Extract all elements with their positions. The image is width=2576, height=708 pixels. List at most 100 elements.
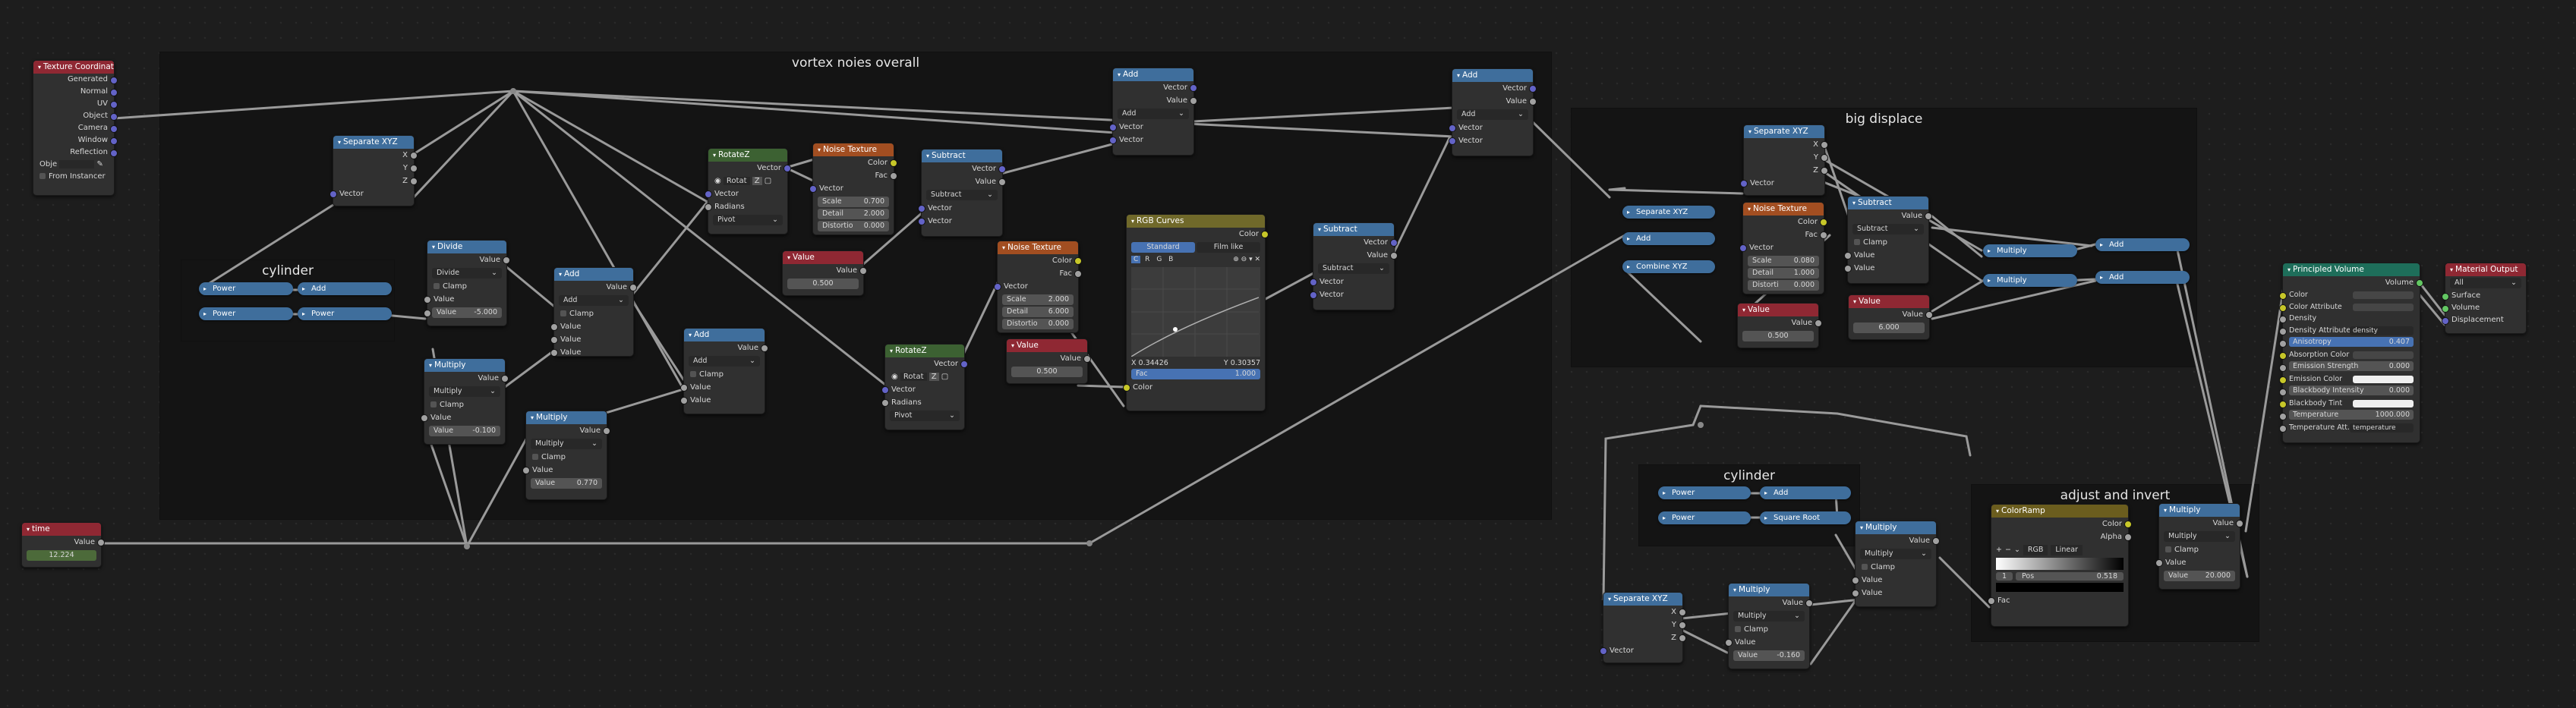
socket[interactable] [1261, 231, 1269, 238]
combine-xyz-node-collapsed[interactable]: ▸Combine XYZ [1622, 260, 1715, 273]
input-emission-color[interactable]: Emission Color [2279, 373, 2420, 385]
socket[interactable] [424, 310, 431, 317]
socket[interactable] [705, 203, 712, 211]
reroute-dot[interactable] [510, 88, 516, 94]
socket[interactable] [2279, 424, 2287, 433]
socket[interactable] [2279, 316, 2287, 323]
separate-xyz-node[interactable]: ▾Separate XYZ X Y Z Vector [1740, 124, 1828, 196]
socket[interactable] [2279, 292, 2287, 300]
input-blackbody-tint[interactable]: Blackbody Tint [2279, 398, 2420, 410]
ramp-menu-icon[interactable]: ⌄ [2013, 546, 2020, 554]
node-header[interactable]: ▾Divide [427, 241, 506, 253]
socket[interactable] [1925, 311, 1933, 319]
vector-subtract-node[interactable]: ▾Subtract Vector Value Subtract⌄ Vector … [1310, 222, 1398, 310]
socket[interactable] [410, 152, 418, 159]
socket[interactable] [550, 349, 558, 357]
pivot-field[interactable]: Pivot⌄ [713, 215, 783, 225]
clamp-checkbox[interactable]: Clamp [684, 368, 765, 381]
operation-dropdown[interactable]: Add⌄ [559, 295, 629, 306]
rotatez-node[interactable]: ▾RotateZ Vector ◉ Rotat Z ▢ Vector Radia… [881, 344, 968, 430]
socket[interactable] [424, 296, 431, 304]
eyedropper-icon[interactable]: ✎ [96, 160, 103, 168]
value-field[interactable]: 0.500 [1011, 367, 1083, 377]
operation-dropdown[interactable]: Add⌄ [689, 356, 760, 367]
node-header[interactable]: ▾Multiply [526, 411, 607, 424]
time-value-node[interactable]: ▾time Value 12.224 [21, 522, 105, 568]
node-header[interactable]: ▾RGB Curves [1127, 215, 1265, 228]
value-field[interactable]: Value-0.100 [429, 426, 500, 436]
texture-coordinate-node[interactable]: ▾Texture Coordinate Generated Normal UV … [33, 60, 118, 196]
node-header[interactable]: ▾Separate XYZ [1603, 593, 1682, 606]
socket[interactable] [1390, 252, 1398, 260]
socket[interactable] [680, 397, 688, 404]
reroute-dot[interactable] [1698, 422, 1704, 428]
node-header[interactable]: ▾Add [1452, 69, 1533, 82]
clamp-checkbox[interactable]: Clamp [427, 280, 506, 293]
operation-dropdown[interactable]: Multiply⌄ [531, 439, 602, 449]
node-header[interactable]: ▾Value [1007, 339, 1087, 352]
curve-graph[interactable] [1130, 267, 1260, 357]
power-node-collapsed[interactable]: ▸Power [1658, 486, 1751, 499]
attribute-name-field[interactable]: density [2350, 326, 2414, 335]
multiply-node[interactable]: ▾Multiply Value Multiply⌄ Clamp Value Va… [1852, 521, 1940, 607]
socket[interactable] [97, 539, 105, 546]
socket[interactable] [1725, 639, 1733, 647]
operation-dropdown[interactable]: Multiply⌄ [1860, 549, 1931, 559]
socket[interactable] [2236, 520, 2243, 527]
add-stop-icon[interactable]: + [1996, 546, 2002, 554]
operation-dropdown[interactable]: Multiply⌄ [2164, 531, 2235, 542]
frame-cylinder-left[interactable]: cylinder [181, 260, 395, 341]
color-swatch[interactable] [2353, 375, 2414, 383]
operation-dropdown[interactable]: Subtract⌄ [1852, 224, 1924, 234]
socket[interactable] [1852, 577, 1859, 584]
vector-subtract-node[interactable]: ▾Subtract Vector Value Subtract⌄ Vector … [918, 149, 1006, 237]
separate-xyz-node-collapsed[interactable]: ▸Separate XYZ [1622, 206, 1715, 219]
node-header[interactable]: ▾Multiply [424, 359, 505, 372]
color-ramp-node[interactable]: ▾ColorRamp Color Alpha + − ⌄ RGB Linear … [1988, 504, 2132, 627]
clamp-checkbox[interactable]: Clamp [1856, 561, 1936, 574]
power-node-collapsed[interactable]: ▸Power [199, 282, 293, 295]
value-field[interactable]: 6.000 [1853, 323, 1925, 333]
node-header[interactable]: ▾Add [554, 268, 633, 281]
socket[interactable] [1529, 98, 1537, 105]
add-node-collapsed[interactable]: ▸Add [1760, 486, 1851, 499]
socket[interactable] [1449, 124, 1456, 132]
separate-xyz-node[interactable]: ▾Separate XYZ X Y Z Vector [329, 135, 418, 206]
channel-r[interactable]: R [1145, 256, 1150, 263]
socket[interactable] [1844, 252, 1852, 260]
socket[interactable] [809, 185, 817, 193]
socket[interactable] [960, 360, 968, 368]
socket[interactable] [2442, 305, 2449, 313]
socket[interactable] [2279, 376, 2287, 384]
socket[interactable] [1190, 97, 1197, 105]
curve-tools-icons[interactable]: ⊕ ⊖ ▾ ✕ [1233, 256, 1260, 263]
operation-dropdown[interactable]: Subtract⌄ [1318, 263, 1389, 274]
socket[interactable] [1679, 634, 1686, 642]
socket[interactable] [2416, 279, 2423, 287]
socket[interactable] [1679, 621, 1686, 629]
socket[interactable] [410, 165, 418, 172]
socket[interactable] [2442, 293, 2449, 301]
socket[interactable] [603, 427, 610, 435]
socket[interactable] [501, 375, 509, 382]
socket[interactable] [2279, 389, 2287, 396]
value-node[interactable]: ▾Value Value 0.500 [782, 250, 867, 296]
socket[interactable] [1925, 212, 1932, 220]
node-header[interactable]: ▾Noise Texture [1743, 203, 1824, 216]
operation-dropdown[interactable]: Multiply⌄ [429, 386, 500, 397]
multiply-node[interactable]: ▾Multiply Value Multiply⌄ Clamp Value Va… [1725, 583, 1813, 669]
value-node[interactable]: ▾Value Value 6.000 [1848, 294, 1933, 340]
clamp-checkbox[interactable]: Clamp [526, 451, 607, 464]
socket[interactable] [1821, 141, 1828, 149]
socket[interactable] [2279, 340, 2287, 348]
stop-color-swatch[interactable] [1996, 583, 2124, 592]
reroute-dot[interactable] [1086, 540, 1093, 546]
add-node-collapsed[interactable]: ▸Add [298, 282, 392, 295]
